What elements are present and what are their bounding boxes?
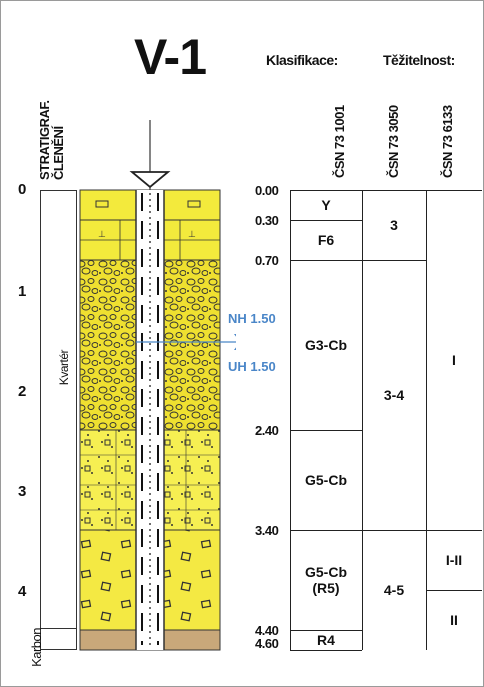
- class-cell-g5-lower: G5-Cb (R5): [290, 530, 362, 630]
- header-csn-736133: ČSN 73 6133: [440, 105, 455, 178]
- class-cell-f6: F6: [317, 232, 335, 248]
- borehole-title: V-1: [133, 29, 207, 85]
- borehole-log-graphic: ⊥ ⊥: [79, 120, 236, 651]
- classification-table: Y F6 G3-Cb G5-Cb G5-Cb (R5) R4 3 3-4 4-5…: [290, 190, 483, 651]
- extract-6133-cell-i: I: [452, 352, 456, 368]
- header-stratigraphy-line1: STRATIGRAF.: [37, 100, 52, 180]
- water-level-found-label: NH 1.50: [228, 311, 276, 326]
- depth-label-030: 0.30: [255, 213, 279, 228]
- header-stratigraphy: STRATIGRAF. ČLENĚNÍ: [37, 70, 66, 180]
- extract-6133-cell-i-ii: I-II: [445, 552, 463, 568]
- depth-tick-2: 2: [18, 383, 27, 400]
- stratigraphy-kvarter-label: Kvartér: [57, 350, 71, 386]
- depth-label-070: 0.70: [255, 253, 279, 268]
- header-tezitelnost: Těžitelnost:: [383, 52, 455, 68]
- depth-label-000: 0.00: [255, 183, 279, 198]
- extract-3050-cell-3-4: 3-4: [383, 387, 405, 403]
- extract-3050-cell-4-5: 4-5: [383, 582, 405, 598]
- extract-6133-cell-ii: II: [450, 612, 458, 628]
- header-stratigraphy-line2: ČLENĚNÍ: [51, 126, 66, 180]
- carboniferous-cell: [40, 628, 77, 650]
- extract-3050-cell-3: 3: [390, 217, 398, 233]
- depth-tick-3: 3: [18, 483, 27, 500]
- svg-text:⊥: ⊥: [98, 229, 106, 239]
- stratigraphy-karbon-label: Karbon: [29, 628, 44, 667]
- depth-label-340: 3.40: [255, 523, 279, 538]
- depth-label-460: 4.60: [255, 636, 279, 651]
- class-cell-y: Y: [321, 197, 331, 213]
- depth-label-240: 2.40: [255, 423, 279, 438]
- depth-tick-1: 1: [18, 283, 27, 300]
- depth-tick-0: 0: [18, 181, 27, 198]
- quaternary-cell: [40, 190, 77, 629]
- water-level-steady-label: UH 1.50: [228, 359, 276, 374]
- header-csn-731001: ČSN 73 1001: [332, 105, 347, 178]
- depth-tick-4: 4: [18, 583, 27, 600]
- header-csn-733050: ČSN 73 3050: [386, 105, 401, 178]
- stratigraphy-column: [40, 190, 78, 650]
- class-cell-g5-upper: G5-Cb: [305, 472, 347, 488]
- svg-text:⊥: ⊥: [188, 229, 196, 239]
- header-klasifikace: Klasifikace:: [266, 52, 338, 68]
- depth-label-440: 4.40: [255, 623, 279, 638]
- class-cell-r4: R4: [317, 632, 335, 648]
- class-cell-g3: G3-Cb: [305, 337, 347, 353]
- class-g5-lower-line2: (R5): [312, 580, 340, 596]
- class-g5-lower-line1: G5-Cb: [305, 564, 347, 580]
